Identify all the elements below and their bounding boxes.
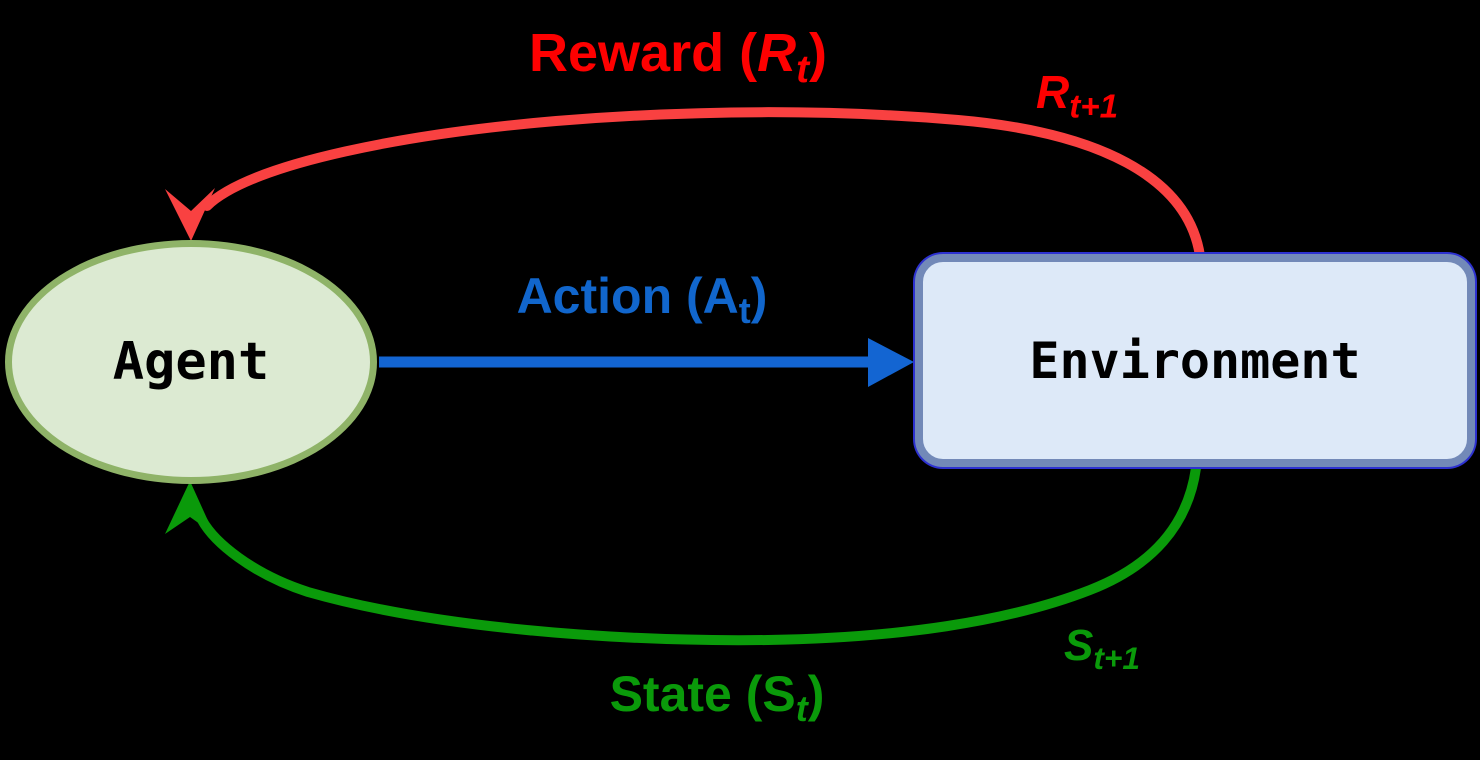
- reward-var: R: [757, 23, 797, 83]
- reward-curve: [202, 107, 1205, 261]
- action-close: ): [750, 268, 768, 324]
- reward-arrowhead-icon: [165, 188, 215, 241]
- action-arrowhead-icon: [868, 338, 914, 387]
- state-word: State (: [609, 666, 763, 722]
- state-var: S: [762, 666, 796, 722]
- reward-close: ): [809, 23, 827, 83]
- reward-next-label: Rt+1: [1036, 69, 1118, 123]
- state-next-var: S: [1064, 621, 1094, 670]
- reward-next-var: R: [1036, 66, 1070, 118]
- reward-label: Reward (Rt): [529, 26, 827, 90]
- state-next-label: St+1: [1064, 624, 1140, 675]
- state-arrowhead-icon: [165, 481, 214, 534]
- action-var: A: [702, 268, 739, 324]
- reward-word: Reward (: [529, 23, 758, 83]
- action-subscript: t: [738, 290, 751, 332]
- environment-node: Environment: [915, 254, 1475, 467]
- action-word: Action (: [516, 268, 703, 324]
- state-close: ): [807, 666, 825, 722]
- agent-node: Agent: [5, 240, 377, 484]
- state-curve: [197, 463, 1201, 646]
- agent-label: Agent: [112, 332, 270, 392]
- state-label: State (St): [610, 669, 825, 727]
- state-subscript: t: [795, 688, 808, 730]
- reward-next-subscript: t+1: [1069, 88, 1119, 126]
- action-label: Action (At): [517, 271, 768, 329]
- environment-label: Environment: [1029, 331, 1361, 390]
- reward-subscript: t: [796, 47, 810, 91]
- state-next-subscript: t+1: [1093, 639, 1141, 676]
